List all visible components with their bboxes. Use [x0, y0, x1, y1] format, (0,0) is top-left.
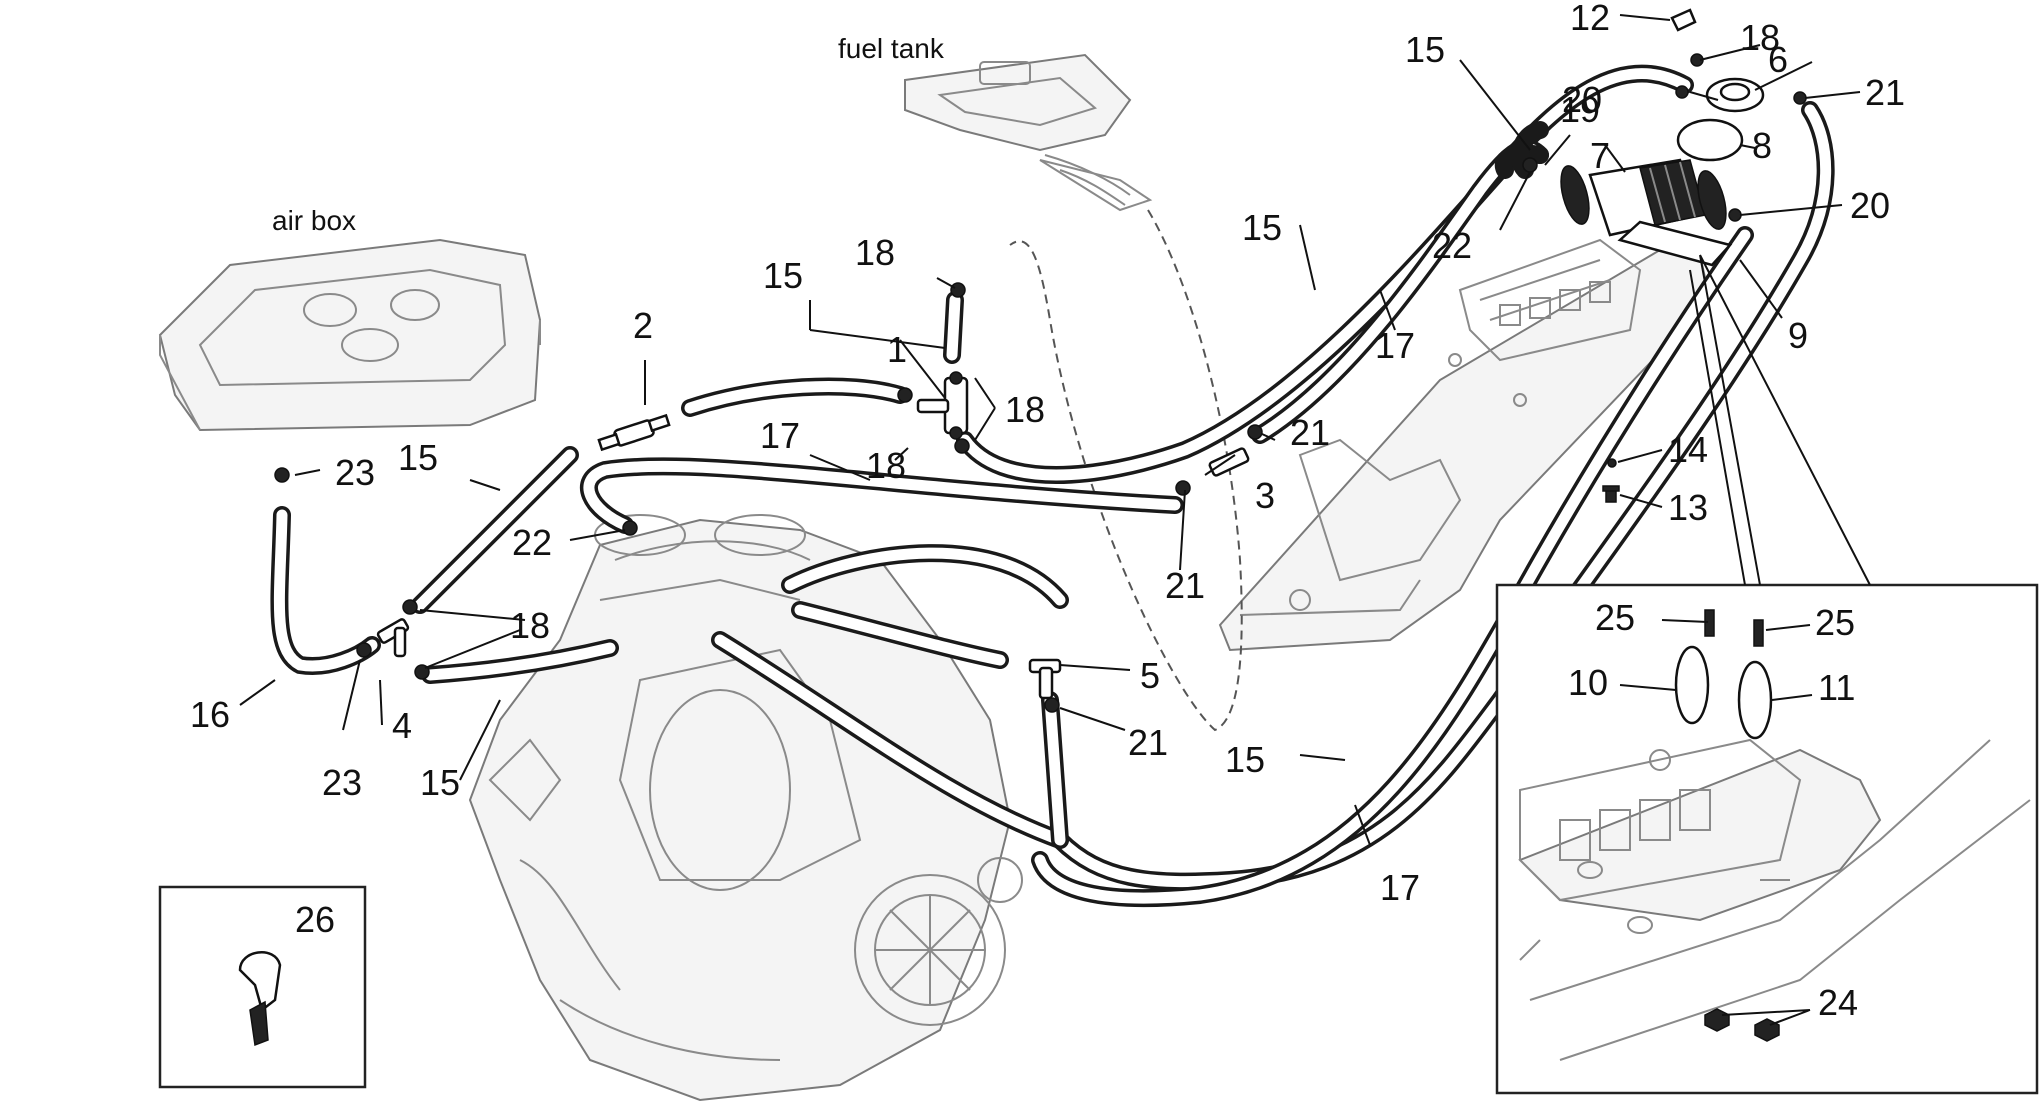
callout-11: 11: [1818, 667, 1855, 708]
callout-15-upper: 15: [763, 255, 803, 296]
callout-18-upper-right: 18: [1740, 17, 1780, 58]
callout-15-lower-right: 15: [1225, 739, 1265, 780]
callout-10: 10: [1568, 662, 1608, 703]
caption-air-box: air box: [272, 205, 356, 236]
callout-21-mid: 21: [1165, 565, 1205, 606]
clamp-8: [1676, 118, 1744, 162]
callout-19: 19: [1560, 89, 1600, 130]
inline-filter-2: [597, 413, 671, 452]
callout-18-top: 18: [855, 232, 895, 273]
callout-26: 26: [295, 899, 335, 940]
callout-leaders: [239, 14, 1861, 1026]
callout-2: 2: [633, 305, 653, 346]
callout-1: 1: [887, 329, 907, 370]
callout-20-right: 20: [1850, 185, 1890, 226]
callout-15-top-right: 15: [1405, 29, 1445, 70]
callout-12: 12: [1570, 0, 1610, 38]
callout-3: 3: [1255, 475, 1275, 516]
callout-15-mid: 15: [1242, 207, 1282, 248]
t-junction-5: [1028, 658, 1062, 700]
callout-21-right: 21: [1865, 72, 1905, 113]
callout-22-left: 22: [512, 522, 552, 563]
valve-6: [1705, 77, 1765, 113]
callout-24: 24: [1818, 982, 1858, 1023]
callout-23-top: 23: [335, 452, 375, 493]
callout-numbers: 1 2 3 4 5 6 7 8 9 10 11 12 13 14 15 15 1…: [190, 0, 1905, 1023]
fittings: [274, 8, 1807, 713]
callout-8: 8: [1752, 125, 1772, 166]
callout-23-bottom: 23: [322, 762, 362, 803]
t-junction-4: [376, 618, 410, 658]
bolt-13-nut-14: [1602, 458, 1620, 503]
clip-12: [1670, 8, 1697, 32]
callout-25-left: 25: [1595, 597, 1635, 638]
callout-18-left: 18: [510, 605, 550, 646]
t-junction-1: [916, 371, 969, 440]
callout-17-mid: 17: [1375, 325, 1415, 366]
captions: fuel tank air box: [272, 33, 945, 236]
engine-drawing: [468, 514, 1023, 1102]
caption-fuel-tank: fuel tank: [838, 33, 945, 64]
hose-clips: [274, 53, 1807, 713]
callout-5: 5: [1140, 655, 1160, 696]
callout-9: 9: [1788, 315, 1808, 356]
fuel-filter-7: [1560, 158, 1727, 237]
callout-18-right: 18: [1005, 389, 1045, 430]
callout-20-left: 20: [1562, 79, 1602, 120]
air-box-drawing: [158, 238, 542, 432]
vent-routing-dashed: [1009, 209, 1243, 732]
fuel-tank-drawing: [904, 53, 1153, 212]
callout-25-right: 25: [1815, 602, 1855, 643]
callout-13: 13: [1668, 487, 1708, 528]
frame-tray-drawing: [1218, 238, 1712, 652]
inset-detail: [1495, 583, 2039, 1095]
callout-6: 6: [1768, 39, 1788, 80]
inset-clip-26: [158, 885, 367, 1089]
callout-4: 4: [392, 705, 412, 746]
callout-7: 7: [1590, 135, 1610, 176]
callout-15-left: 15: [398, 437, 438, 478]
callout-21-upper: 21: [1290, 412, 1330, 453]
pad-9: [1617, 220, 1733, 267]
callout-22-right: 22: [1432, 225, 1472, 266]
callout-16: 16: [190, 694, 230, 735]
callout-15-lower-left: 15: [420, 762, 460, 803]
inset-pointer-lines: [1689, 254, 1871, 586]
callout-18-below: 18: [866, 445, 906, 486]
callout-21-lower: 21: [1128, 722, 1168, 763]
callout-17-lower: 17: [1380, 867, 1420, 908]
callout-17-left: 17: [760, 415, 800, 456]
callout-14: 14: [1668, 429, 1708, 470]
